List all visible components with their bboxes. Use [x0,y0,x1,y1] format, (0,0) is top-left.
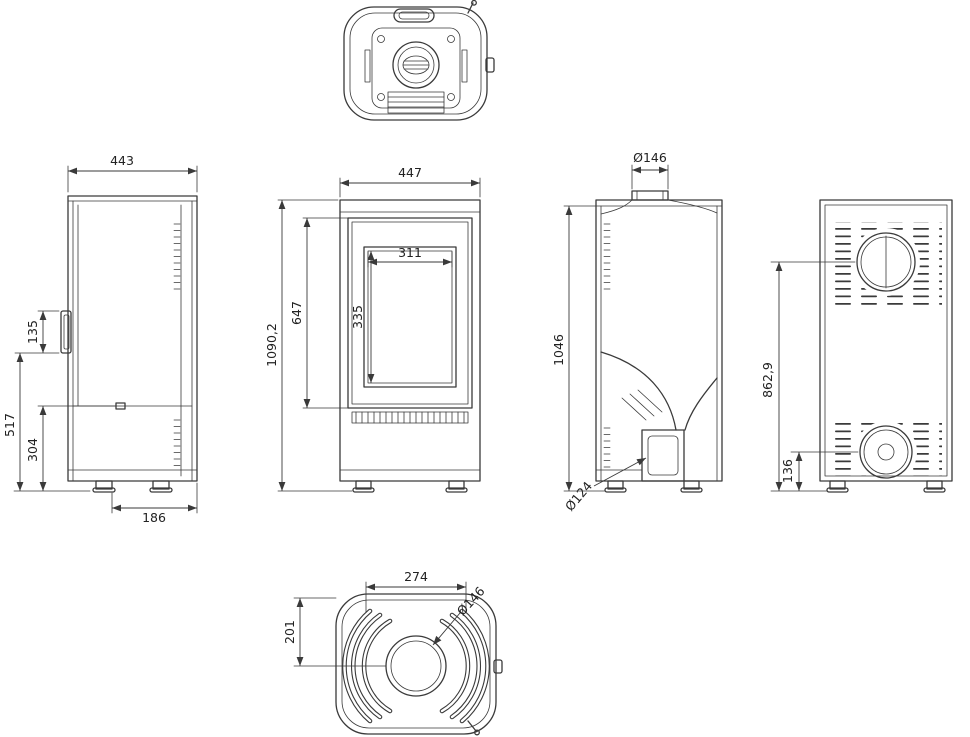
top-view-body [343,6,488,121]
section-view-dimensions: Ø146 1046 Ø124 [551,150,669,514]
rear-view [819,199,953,493]
screw-icon [377,35,385,43]
rear-vent-louvers-bottom [830,418,942,476]
bottom-view [335,593,503,736]
rear-flue-opening [856,232,916,292]
dim-bottom-flue-diameter: Ø146 [454,583,488,618]
probe-tip [471,0,477,6]
screw-icon [447,35,455,43]
foot [683,480,700,490]
baffle-hatch [621,389,663,421]
foot [607,480,624,490]
top-plate-frame [371,27,461,109]
flue-collar [631,190,669,201]
section-body [595,199,723,482]
foot [448,480,465,490]
side-bracket [364,49,371,83]
dim-side-depth: 443 [110,153,134,168]
top-handle [393,8,435,23]
dim-outlet-diameter: Ø124 [562,478,595,513]
dim-flue-center-height: 862,9 [760,362,775,398]
dim-bottom-width: 274 [404,569,428,584]
door-glass [363,246,457,388]
curved-vent-slots [342,608,490,724]
side-knob [485,57,495,73]
foot [152,480,170,490]
section-view [595,190,723,493]
thermostat-probe [467,720,477,732]
chamber-curve [684,377,718,431]
side-knob [493,659,503,674]
vent-slots-top [603,223,611,290]
rear-body [819,199,953,482]
vent-slots-bottom [173,419,181,466]
front-body [339,199,481,482]
dim-glass-width: 311 [398,245,422,260]
foot [95,480,113,490]
foot [829,480,846,490]
foot [926,480,943,490]
top-view [343,0,495,121]
dim-bottom-depth: 201 [282,620,297,644]
dim-door-height: 647 [289,301,304,325]
rear-view-dimensions: 862,9 136 [760,261,859,492]
screw-icon [447,93,455,101]
dim-glass-height: 335 [350,305,365,329]
dim-handle-floor-height: 517 [2,413,17,437]
foot [355,480,372,490]
rear-air-outlet [859,425,913,479]
ash-door [641,429,685,482]
front-view-dimensions: 447 311 335 647 1090,2 [264,165,481,492]
dim-handle-height: 135 [25,320,40,344]
bottom-flue-opening [385,635,447,697]
top-grille [387,91,445,114]
dim-base-height: 304 [25,438,40,462]
vent-slots-bottom [603,427,611,468]
flue-collar-top [392,41,440,89]
bottom-body [335,593,497,735]
dim-front-width: 447 [398,165,422,180]
dim-outlet-center-height: 136 [780,459,795,483]
side-bracket [461,49,468,83]
dim-flue-diameter: Ø146 [633,150,667,165]
vent-slots-top [173,223,181,290]
side-view-dimensions: 443 135 517 304 186 [2,153,198,525]
front-view [339,199,481,493]
screw-icon [377,93,385,101]
dim-total-height: 1090,2 [264,323,279,367]
chamber-curve [600,351,677,431]
door-handle [60,310,72,354]
door [347,217,473,409]
side-view [60,195,198,493]
side-body [67,195,198,482]
probe-tip [474,729,480,736]
dim-foot-depth: 186 [142,510,166,525]
dim-body-height: 1046 [551,334,566,366]
